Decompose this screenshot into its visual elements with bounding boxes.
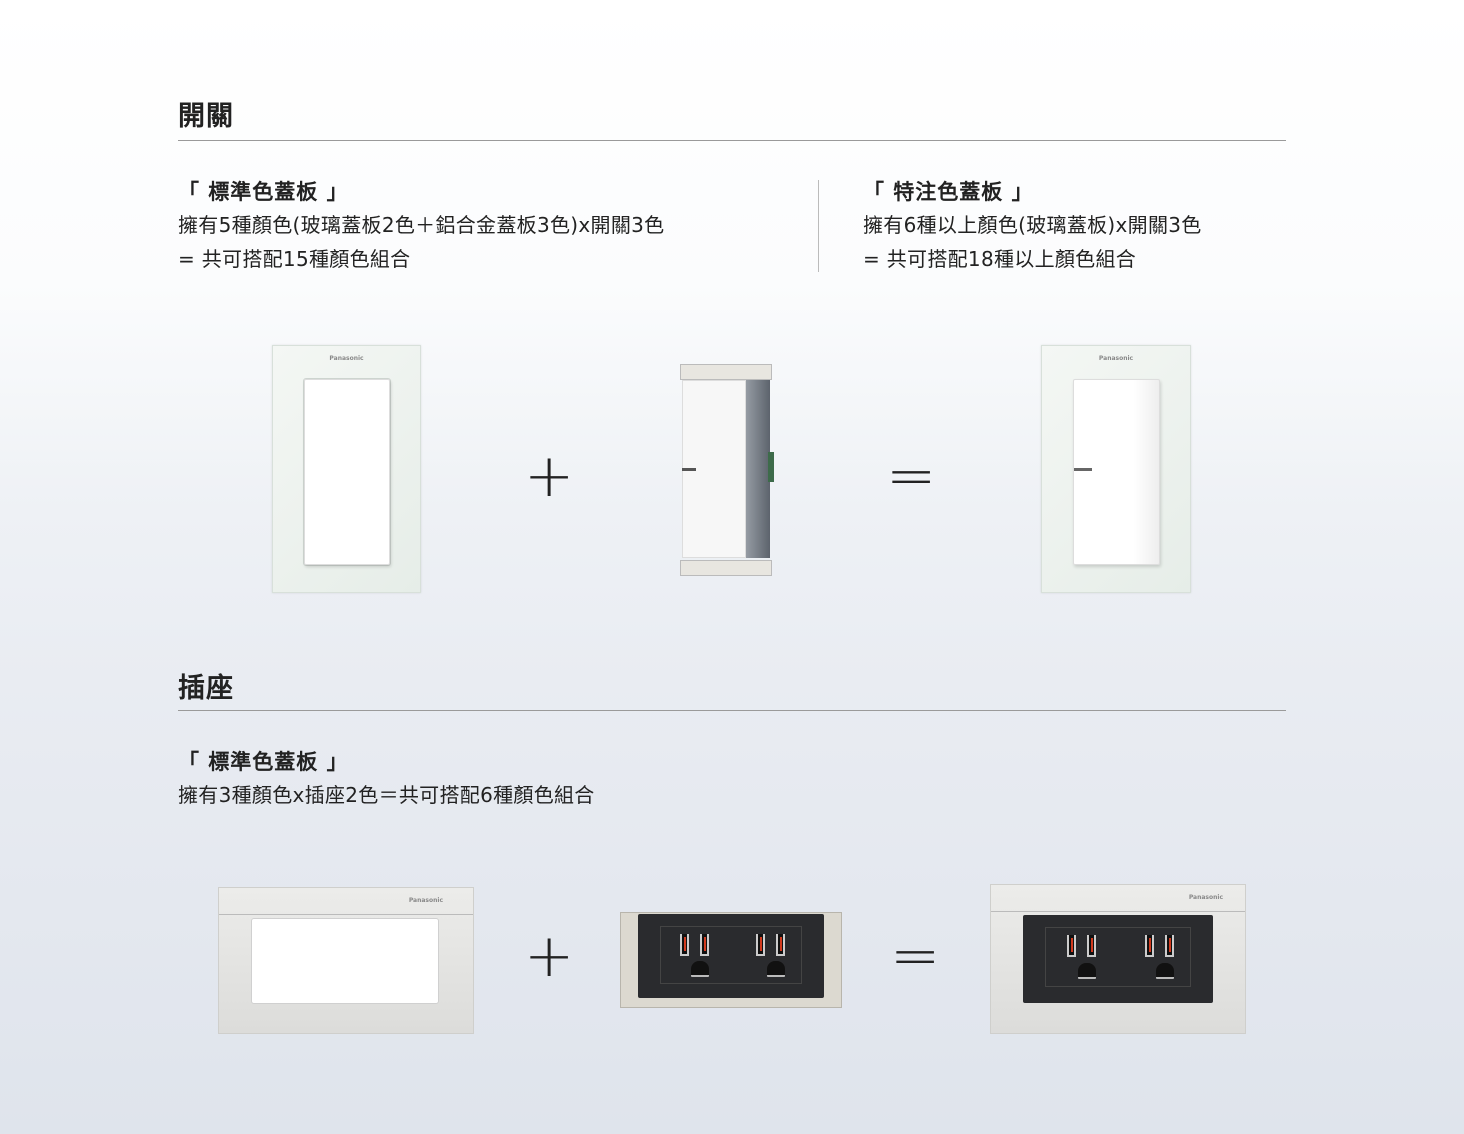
aluminum-cover-plate-image: Panasonic [218,887,474,1034]
equals-sign: = [890,921,941,991]
outlet-section-title: 插座 [178,673,234,704]
divider [818,180,819,272]
description: 擁有6種以上顏色(玻璃蓋板)x開關3色 [863,213,1202,237]
switch-module-image [678,362,774,580]
divider [178,140,1286,141]
outlet-module-image [620,912,842,1012]
switch-standard-block: 「 標準色蓋板 」 擁有5種顏色(玻璃蓋板2色＋鋁合金蓋板3色)x開關3色 = … [178,176,664,276]
description: 擁有3種顏色x插座2色＝共可搭配6種顏色組合 [178,783,595,807]
divider [178,710,1286,711]
rocker [304,379,390,565]
description: = 共可搭配15種顏色組合 [178,247,411,271]
outlet-standard-block: 「 標準色蓋板 」 擁有3種顏色x插座2色＝共可搭配6種顏色組合 [178,746,595,812]
description: 擁有5種顏色(玻璃蓋板2色＋鋁合金蓋板3色)x開關3色 [178,213,665,237]
plus-sign: + [524,441,575,511]
equals-sign: = [886,441,937,511]
glass-cover-plate-image: Panasonic [272,345,421,593]
rocker [1073,379,1160,565]
combined-outlet-image: Panasonic [990,884,1246,1034]
description: = 共可搭配18種以上顏色組合 [863,247,1137,271]
heading: 「 特注色蓋板 」 [863,180,1034,204]
heading: 「 標準色蓋板 」 [178,180,349,204]
switch-special-block: 「 特注色蓋板 」 擁有6種以上顏色(玻璃蓋板)x開關3色 = 共可搭配18種以… [863,176,1202,276]
plus-sign: + [524,921,575,991]
combined-switch-image: Panasonic [1041,345,1191,593]
heading: 「 標準色蓋板 」 [178,750,349,774]
switch-section-title: 開關 [178,101,234,132]
